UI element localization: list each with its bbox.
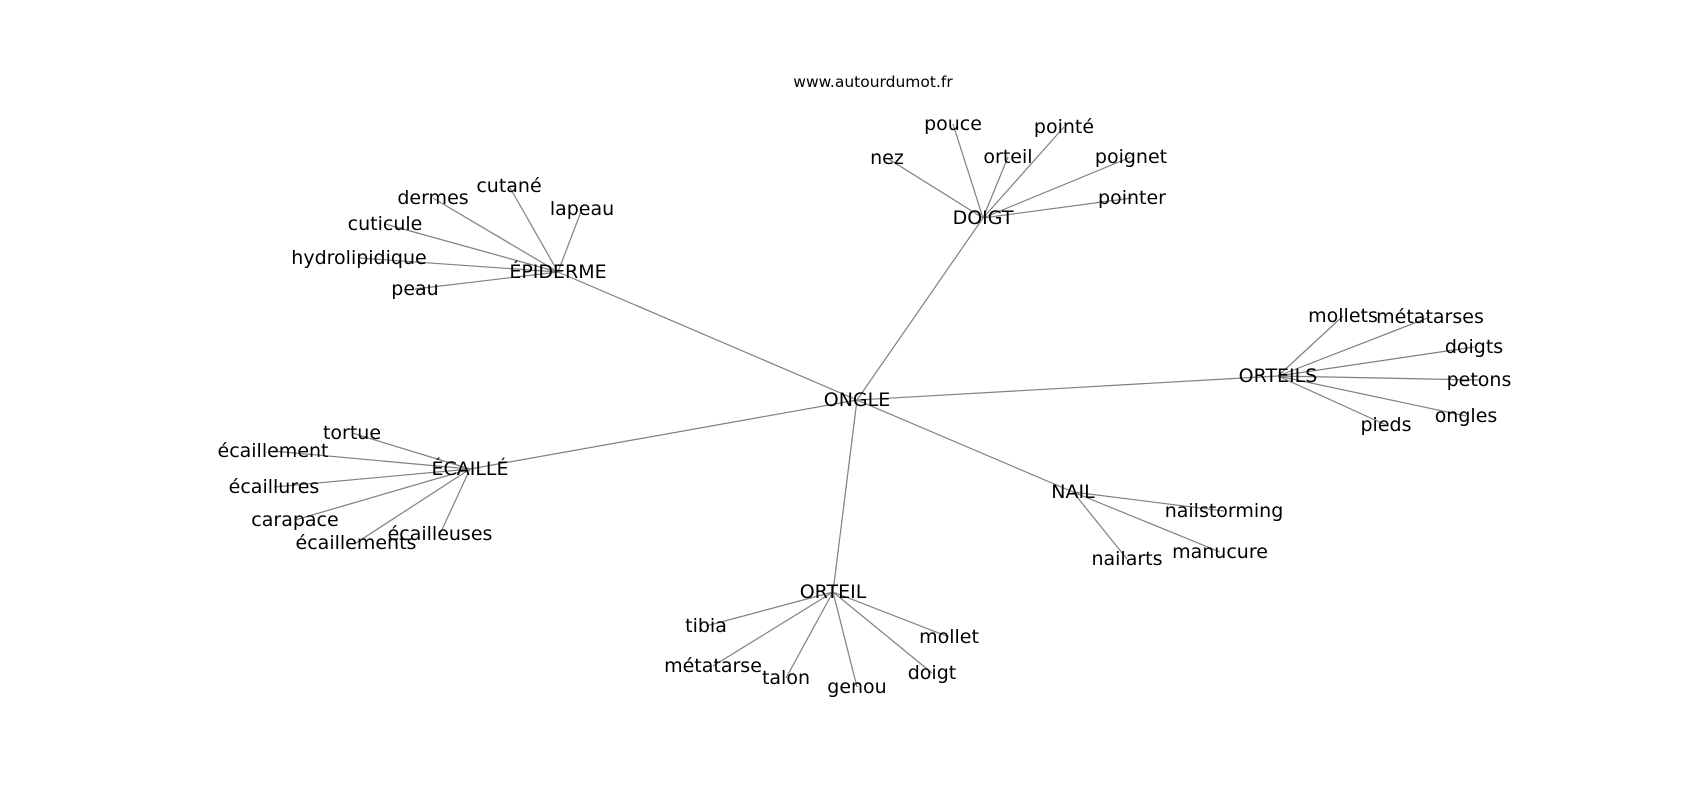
edge-ecaille-leaf xyxy=(439,468,471,535)
edge-center-nail xyxy=(856,399,1074,493)
edge-doigt-leaf xyxy=(982,156,1132,219)
edge-ecaille-leaf xyxy=(272,450,471,470)
edge-center-orteils xyxy=(856,375,1279,401)
edge-doigt-leaf xyxy=(982,156,1009,219)
edge-epiderme-leaf xyxy=(557,208,583,273)
edge-orteil-leaf xyxy=(832,591,858,688)
edge-epiderme-leaf xyxy=(384,223,559,273)
leaf-node: métatarse xyxy=(664,655,762,677)
edge-epiderme-leaf xyxy=(432,197,559,273)
leaf-node: manucure xyxy=(1172,541,1268,563)
edge-orteils-leaf xyxy=(1277,346,1475,377)
leaf-node: genou xyxy=(827,676,886,698)
edge-doigt-leaf xyxy=(982,126,1065,219)
hub-node-epiderme: ÉPIDERME xyxy=(509,260,606,283)
hub-node-ecaille: ÉCAILLÉ xyxy=(431,457,508,480)
edge-center-orteil xyxy=(832,399,858,593)
leaf-node: talon xyxy=(762,667,810,689)
edge-epiderme-leaf xyxy=(508,185,559,273)
edge-orteils-leaf xyxy=(1277,375,1480,381)
leaf-node: cuticule xyxy=(348,213,423,235)
leaf-node: métatarses xyxy=(1376,306,1484,328)
hub-node-doigt: DOIGT xyxy=(953,207,1014,229)
leaf-node: nailstorming xyxy=(1165,500,1284,522)
leaf-node: carapace xyxy=(251,509,338,531)
site-credit: www.autourdumot.fr xyxy=(793,73,953,91)
edge-orteils-leaf xyxy=(1277,375,1467,417)
edge-ecaille-leaf xyxy=(351,432,471,470)
leaf-node: pouce xyxy=(924,113,982,135)
graph-labels: ONGLE ÉPIDERME dermes cutané lapeau cuticule h… xyxy=(218,113,1512,698)
edge-orteils-leaf xyxy=(1277,375,1387,426)
hub-node-nail: NAIL xyxy=(1051,481,1095,503)
leaf-node: lapeau xyxy=(550,198,614,220)
leaf-node: mollet xyxy=(919,626,979,648)
graph-edges xyxy=(272,123,1480,688)
hub-node-orteil: ORTEIL xyxy=(800,581,867,603)
hub-node-orteils: ORTEILS xyxy=(1239,365,1318,387)
leaf-node: poignet xyxy=(1095,146,1167,168)
edge-epiderme-leaf xyxy=(414,271,559,290)
leaf-node: peau xyxy=(391,278,438,300)
leaf-node: orteil xyxy=(983,146,1032,168)
leaf-node: doigts xyxy=(1445,336,1503,358)
edge-nail-leaf xyxy=(1072,491,1225,512)
leaf-node: pieds xyxy=(1361,414,1412,436)
leaf-node: pointer xyxy=(1098,187,1166,209)
edge-ecaille-leaf xyxy=(273,468,471,488)
edge-nail-leaf xyxy=(1072,491,1128,560)
edge-orteils-leaf xyxy=(1277,316,1431,377)
leaf-node: écaillements xyxy=(296,532,417,554)
leaf-node: écaillement xyxy=(218,440,329,462)
edge-doigt-leaf xyxy=(952,123,984,219)
edge-orteil-leaf xyxy=(832,591,933,674)
edge-doigt-leaf xyxy=(982,197,1133,219)
leaf-node: petons xyxy=(1447,369,1512,391)
edge-epiderme-leaf xyxy=(358,257,559,273)
leaf-node: écailleuses xyxy=(388,523,493,545)
edge-orteil-leaf xyxy=(832,591,950,638)
edge-center-ecaille xyxy=(469,399,858,470)
leaf-node: ongles xyxy=(1435,405,1498,427)
leaf-node: cutané xyxy=(476,175,541,197)
leaf-node: nailarts xyxy=(1091,548,1162,570)
leaf-node: tortue xyxy=(323,422,381,444)
edge-orteil-leaf xyxy=(705,591,834,627)
edge-orteil-leaf xyxy=(712,591,834,667)
leaf-node: doigt xyxy=(908,662,956,684)
edge-doigt-leaf xyxy=(886,157,984,219)
edge-nail-leaf xyxy=(1072,491,1221,553)
leaf-node: nez xyxy=(870,147,904,169)
edge-center-doigt xyxy=(856,217,984,401)
edge-orteil-leaf xyxy=(785,591,834,679)
edge-ecaille-leaf xyxy=(355,468,471,544)
leaf-node: écaillures xyxy=(229,476,320,498)
center-node-label: ONGLE xyxy=(824,389,890,411)
leaf-node: pointé xyxy=(1034,116,1094,138)
edge-center-epiderme xyxy=(557,271,858,401)
leaf-node: dermes xyxy=(397,187,468,209)
edge-orteils-leaf xyxy=(1277,315,1344,377)
leaf-node: tibia xyxy=(685,615,727,637)
edge-ecaille-leaf xyxy=(294,468,471,521)
leaf-node: mollets xyxy=(1308,305,1378,327)
leaf-node: hydrolipidique xyxy=(291,247,426,269)
